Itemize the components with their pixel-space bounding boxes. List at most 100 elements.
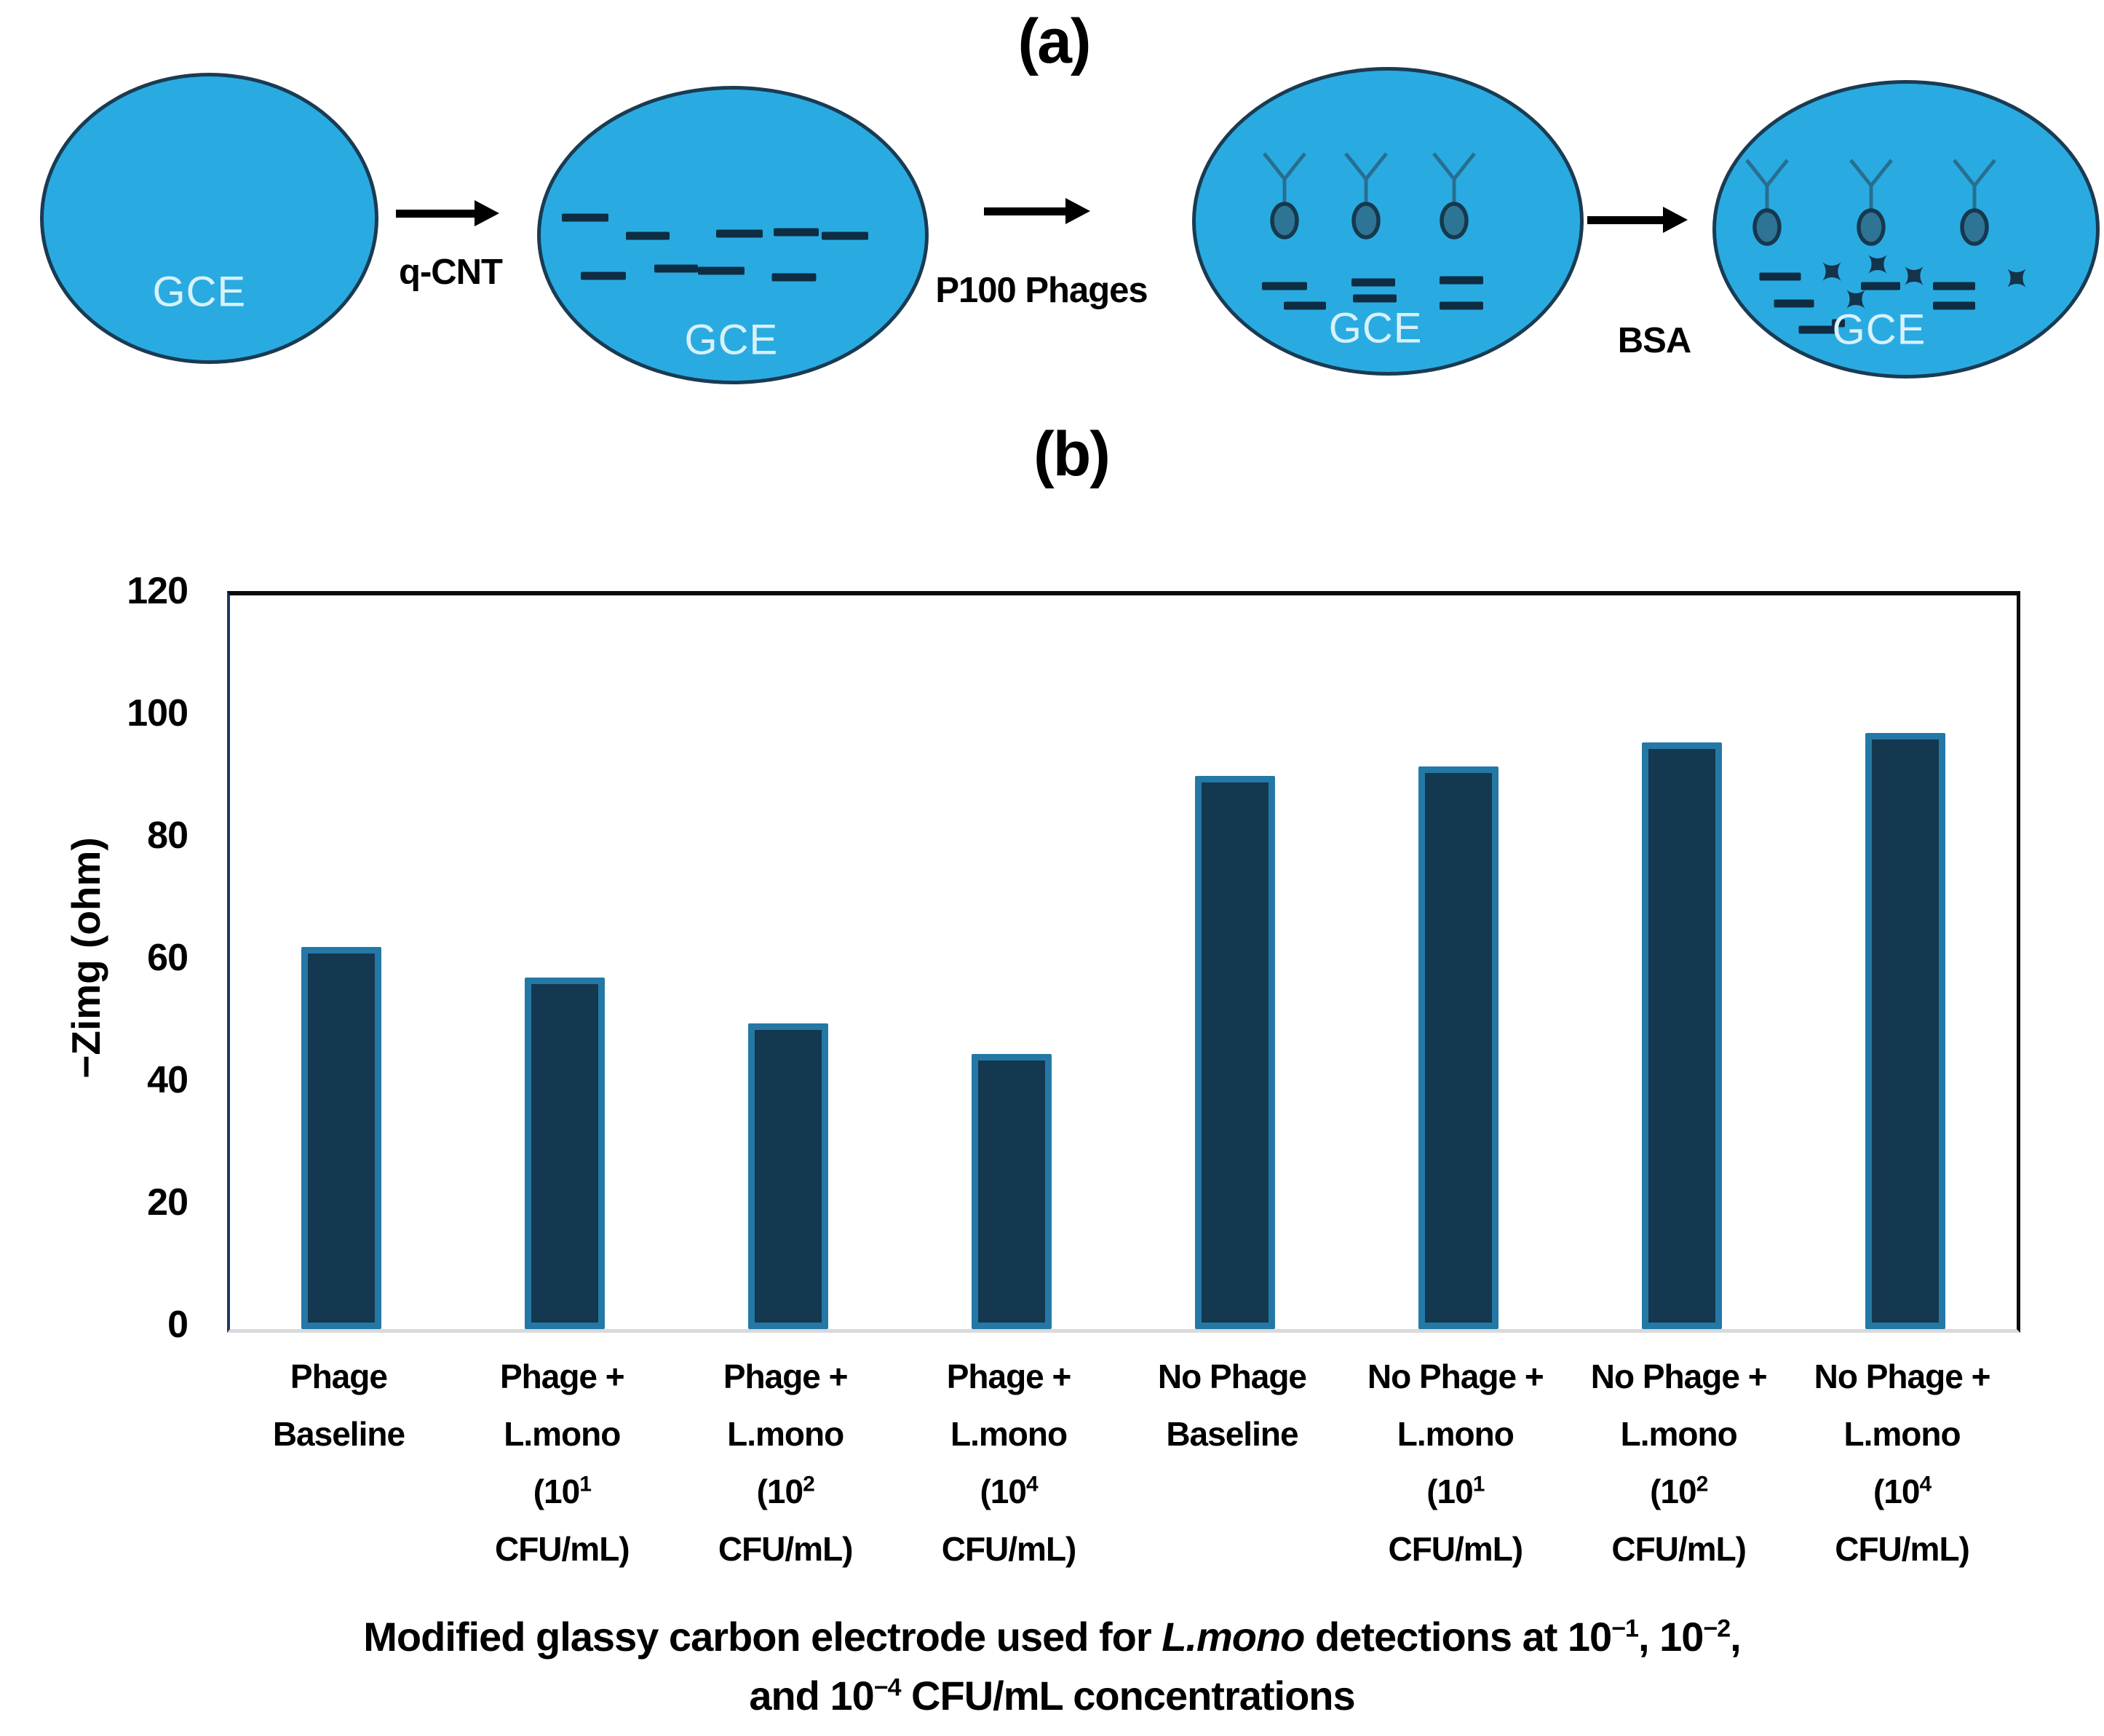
- caption-segment: L.mono: [1162, 1614, 1305, 1660]
- y-tick-label: 20: [147, 1181, 188, 1224]
- caption-segment: and 10: [749, 1673, 874, 1719]
- gce-label: GCE: [1832, 306, 1926, 354]
- bsa-step-label: BSA: [1617, 321, 1691, 360]
- panel-b-label: (b): [1033, 419, 1111, 489]
- cnt-dash-icon: [1831, 319, 1845, 328]
- arrow-shaft: [984, 207, 1065, 215]
- x-category-label-line: L.mono: [1843, 1415, 1961, 1453]
- caption-segment: Modified glassy carbon electrode used fo…: [363, 1614, 1162, 1660]
- gce-electrode-bare: GCE: [40, 73, 378, 364]
- arrow-head-icon: [1663, 207, 1688, 233]
- bar-slot: [453, 595, 677, 1329]
- bar-slot: [677, 595, 900, 1329]
- bar-2: [525, 978, 606, 1329]
- x-category-label-line: (104: [980, 1472, 1039, 1510]
- x-category-label-line: (102: [1650, 1472, 1709, 1510]
- cnt-dash-icon: [1774, 299, 1814, 308]
- process-arrow-phages: [984, 198, 1090, 224]
- exponent: 4: [1025, 1472, 1039, 1497]
- x-category-label-line: CFU/mL): [1835, 1530, 1970, 1568]
- cnt-dash-icon: [561, 213, 608, 222]
- caption-segment: −1: [1611, 1614, 1639, 1643]
- cnt-dash-icon: [1283, 301, 1326, 310]
- cnt-dash-icon: [626, 231, 670, 240]
- x-category-label-line: L.mono: [950, 1415, 1068, 1453]
- caption-line-1: Modified glassy carbon electrode used fo…: [0, 1607, 2104, 1666]
- phage-icon: [1431, 144, 1477, 240]
- cnt-dash-icon: [1352, 294, 1397, 303]
- gce-electrode-cnt: GCE: [537, 86, 929, 384]
- cnt-dash-icon: [1439, 301, 1483, 310]
- x-category-label-line: Phage +: [499, 1358, 625, 1395]
- cnt-dash-icon: [1759, 272, 1801, 281]
- cnt-dash-icon: [1439, 276, 1483, 285]
- phage-icon: [1744, 151, 1790, 247]
- gce-label: GCE: [1328, 304, 1423, 352]
- arrow-head-icon: [1065, 198, 1090, 224]
- arrow-shaft: [1587, 215, 1663, 224]
- phage-icon: [1848, 151, 1894, 247]
- x-category-label-line: CFU/mL): [494, 1530, 630, 1568]
- bar-slot: [1124, 595, 1347, 1329]
- cnt-dash-icon: [1798, 325, 1838, 334]
- bar-7: [1641, 742, 1722, 1329]
- bsa-icon: [2007, 269, 2026, 288]
- x-category-label-line: Phage +: [723, 1358, 849, 1395]
- exponent: 2: [803, 1472, 815, 1497]
- y-tick-label: 100: [127, 692, 188, 734]
- cnt-dash-icon: [715, 229, 763, 238]
- bar-8: [1865, 733, 1945, 1329]
- cnt-dash-icon: [1932, 282, 1975, 290]
- y-tick-label: 60: [147, 937, 188, 979]
- x-category-label-line: (102: [756, 1472, 815, 1510]
- x-category-label-line: Phage +: [946, 1358, 1072, 1395]
- bar-slot: [1570, 595, 1793, 1329]
- bar-4: [972, 1054, 1052, 1329]
- qcnt-step-label: q-CNT: [399, 253, 503, 292]
- x-category-label-line: CFU/mL): [718, 1530, 854, 1568]
- phage-icon: [1343, 144, 1389, 240]
- bar-5: [1194, 775, 1275, 1329]
- cnt-dash-icon: [654, 264, 699, 273]
- x-category-label-line: No Phage: [1157, 1358, 1307, 1395]
- cnt-dash-icon: [1932, 301, 1975, 310]
- y-tick-label: 80: [147, 815, 188, 857]
- x-category-label-line: (101: [533, 1472, 592, 1510]
- caption-segment: , 10: [1637, 1614, 1704, 1660]
- caption-segment: ,: [1730, 1614, 1742, 1660]
- bar-slot: [230, 595, 453, 1329]
- caption-line-2: and 10−4 CFU/mL concentrations: [0, 1666, 2104, 1725]
- exponent: 4: [1919, 1472, 1932, 1497]
- x-category-label-line: No Phage +: [1814, 1358, 1991, 1395]
- bar-6: [1418, 766, 1498, 1329]
- process-arrow-qcnt: [396, 200, 499, 226]
- exponent: 2: [1696, 1472, 1709, 1497]
- gce-label: GCE: [684, 316, 779, 364]
- x-category-label-line: Phage: [290, 1358, 388, 1395]
- bar-slot: [1346, 595, 1570, 1329]
- x-category-label-line: Baseline: [1166, 1415, 1298, 1453]
- x-category-label-line: (104: [1873, 1472, 1932, 1510]
- bar-slot: [1793, 595, 2017, 1329]
- x-category-label-line: L.mono: [727, 1415, 844, 1453]
- phage-icon: [1261, 144, 1308, 240]
- exponent: 1: [579, 1472, 592, 1497]
- bar-slot: [900, 595, 1124, 1329]
- arrow-shaft: [396, 209, 475, 218]
- gce-label: GCE: [152, 268, 247, 316]
- gce-electrode-phage: GCE: [1192, 67, 1584, 376]
- cnt-dash-icon: [698, 266, 745, 275]
- cnt-dash-icon: [771, 273, 817, 282]
- y-tick-label: 120: [127, 570, 188, 612]
- cnt-dash-icon: [1860, 282, 1900, 290]
- gce-electrode-bsa: GCE: [1712, 80, 2100, 378]
